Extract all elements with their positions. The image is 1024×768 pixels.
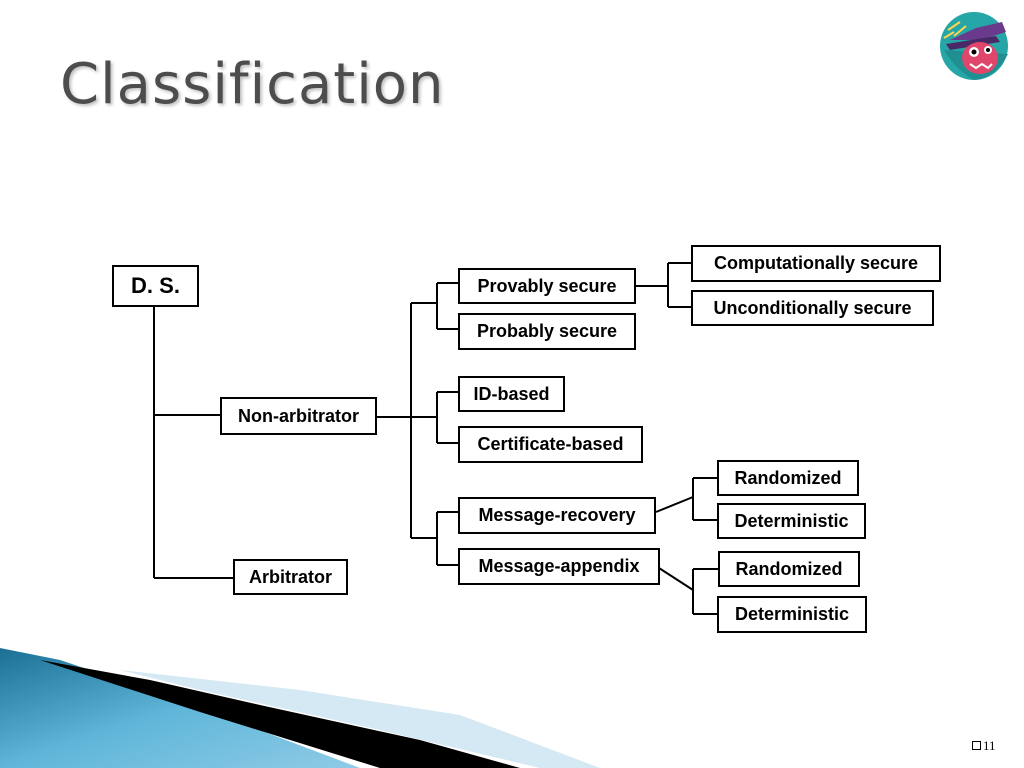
appendix-deterministic-label: Deterministic [734, 604, 850, 624]
unconditionally-secure-label: Unconditionally secure [713, 297, 912, 318]
message-appendix-label: Message-appendix [478, 556, 640, 576]
root-node: D. S. [112, 265, 199, 307]
page-number-label: 11 [983, 738, 996, 753]
unconditionally-secure-node: Unconditionally secure [691, 290, 934, 326]
certificate-based-label: Certificate-based [477, 434, 624, 454]
certificate-based-node: Certificate-based [458, 426, 643, 463]
appendix-deterministic-node: Deterministic [717, 596, 867, 633]
computationally-secure-node: Computationally secure [691, 245, 941, 282]
id-based-label: ID-based [473, 383, 550, 404]
provably-secure-label: Provably secure [477, 275, 617, 296]
appendix-randomized-node: Randomized [718, 551, 860, 587]
non-arbitrator-node: Non-arbitrator [220, 397, 377, 435]
recovery-randomized-label: Randomized [734, 467, 842, 488]
computationally-secure-label: Computationally secure [713, 253, 919, 273]
arbitrator-node: Arbitrator [233, 559, 348, 595]
probably-secure-node: Probably secure [458, 313, 636, 350]
id-based-node: ID-based [458, 376, 565, 412]
message-appendix-node: Message-appendix [458, 548, 660, 585]
message-recovery-node: Message-recovery [458, 497, 656, 534]
page-number: 11 [972, 738, 996, 754]
provably-secure-node: Provably secure [458, 268, 636, 304]
appendix-randomized-label: Randomized [735, 558, 843, 579]
slide-title: Classification [60, 52, 445, 117]
square-bullet-icon [972, 741, 981, 750]
root-label: D. S. [131, 273, 180, 298]
recovery-deterministic-label: Deterministic [734, 510, 849, 531]
arbitrator-label: Arbitrator [248, 566, 332, 587]
recovery-deterministic-node: Deterministic [717, 503, 866, 539]
message-recovery-label: Message-recovery [478, 505, 636, 525]
non-arbitrator-label: Non-arbitrator [238, 405, 359, 426]
recovery-randomized-node: Randomized [717, 460, 859, 496]
cartoon-face-logo-icon [940, 12, 1008, 80]
probably-secure-label: Probably secure [476, 321, 618, 341]
